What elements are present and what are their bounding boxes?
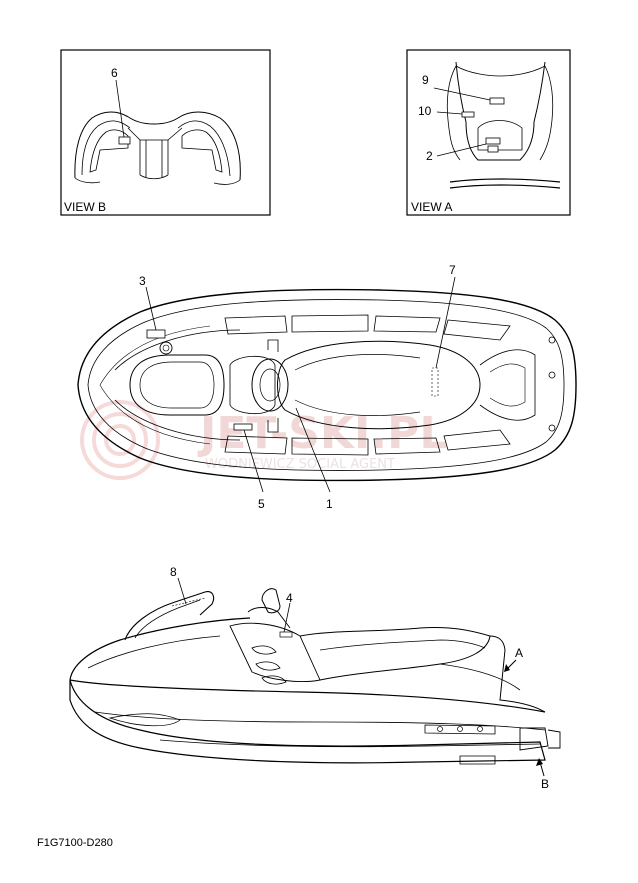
- callout-9: 9: [422, 73, 429, 87]
- callout-7: 7: [449, 263, 456, 277]
- watermark-text: JET-SKI.PL: [197, 408, 447, 459]
- callout-3: 3: [139, 274, 146, 288]
- arrow-a-label: A: [515, 646, 523, 660]
- callout-8: 8: [170, 565, 177, 579]
- callout-10: 10: [418, 104, 432, 118]
- top-view: 3 7 5 1: [77, 263, 577, 511]
- part-code: F1G7100-D280: [37, 837, 113, 849]
- view-a-panel: 9 10 2 VIEW A: [406, 49, 571, 216]
- callout-6: 6: [111, 66, 118, 80]
- watermark: JET-SKI.PL WODNIEWICZ SOCIAL AGENT: [80, 400, 447, 480]
- view-b-label: VIEW B: [64, 200, 106, 214]
- arrow-b-label: B: [541, 777, 549, 791]
- callout-1: 1: [326, 497, 333, 511]
- callout-5: 5: [258, 497, 265, 511]
- view-b-panel: 6 VIEW B: [60, 49, 271, 216]
- view-a-label: VIEW A: [411, 200, 452, 214]
- callout-4: 4: [286, 591, 293, 605]
- callout-2: 2: [426, 149, 433, 163]
- side-view: 8 4 A B: [69, 565, 561, 791]
